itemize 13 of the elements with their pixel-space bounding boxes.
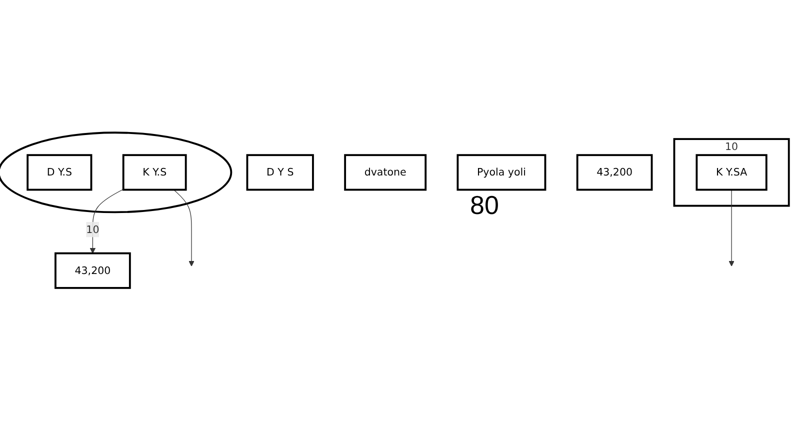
label-box: D Y S bbox=[246, 154, 314, 191]
label-box: D Y.S bbox=[26, 154, 92, 191]
label-box: K Y.S bbox=[122, 154, 187, 191]
arrow bbox=[728, 189, 734, 266]
label-box: Pyola yoli bbox=[456, 154, 546, 191]
label-box: K Y.SA bbox=[696, 154, 768, 191]
label-box: 43,200 bbox=[576, 154, 653, 191]
number-label: 80 bbox=[470, 190, 499, 221]
edge-label: 10 bbox=[86, 223, 100, 236]
arrow bbox=[173, 189, 194, 266]
label-box: dvatone bbox=[344, 154, 427, 191]
label-box: 43,200 bbox=[54, 252, 131, 289]
arrow bbox=[90, 188, 124, 254]
